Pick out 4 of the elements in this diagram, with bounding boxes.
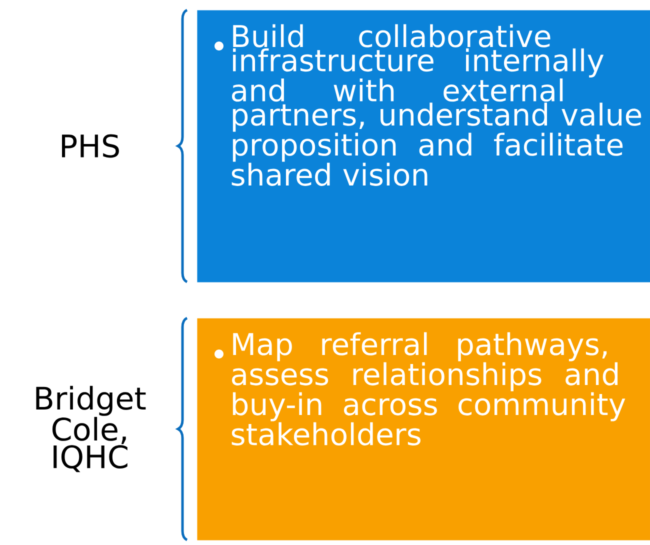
- side-label: PHS: [62, 134, 119, 158]
- text-box: Build collaborative infrastructure internally and with external partners, understand value proposition and facilitate shared vision: [197, 10, 650, 282]
- text-box: Map referral pathways, assess relationships and buy-in across community stakeholders: [197, 318, 650, 540]
- side-label: Bridget Cole, IQHC: [36, 386, 146, 472]
